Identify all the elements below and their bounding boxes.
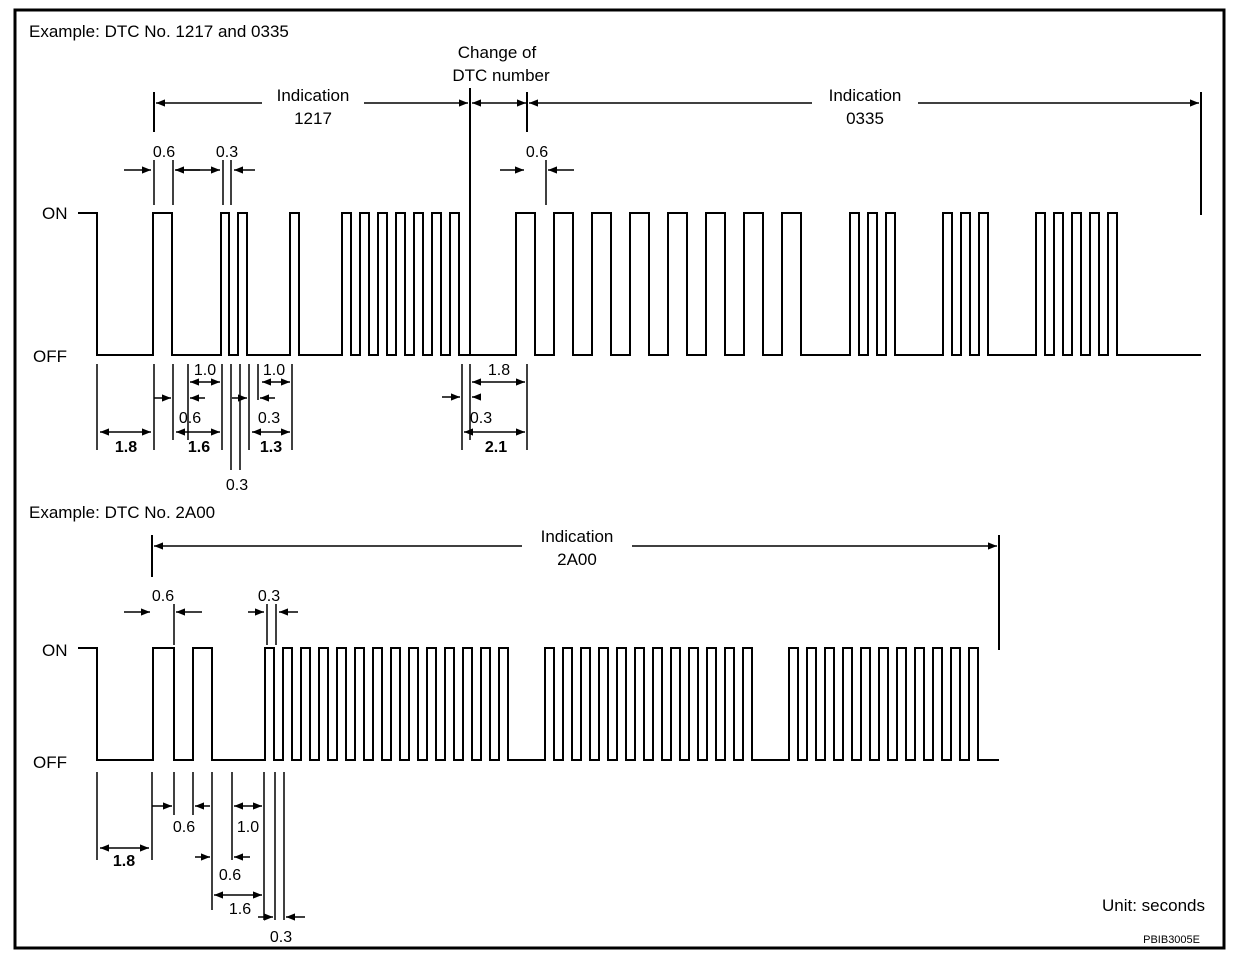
dim-0-3: 0.3 <box>270 929 292 946</box>
dim-top-0-3: 0.3 <box>216 144 238 161</box>
on-label-2: ON <box>42 641 68 660</box>
on-label-1: ON <box>42 204 68 223</box>
off-label-2: OFF <box>33 753 67 772</box>
dim-0-6-b: 0.6 <box>219 867 241 884</box>
dim-1-0: 1.0 <box>237 819 259 836</box>
dim-1-6: 1.6 <box>229 901 251 918</box>
indication-1217-code: 1217 <box>294 109 332 128</box>
dim-1-0-a: 1.0 <box>194 362 216 379</box>
dim-0-6: 0.6 <box>179 410 201 427</box>
dim-top-0-6: 0.6 <box>152 588 174 605</box>
dim-1-0-b: 1.0 <box>263 362 285 379</box>
example-title-2: Example: DTC No. 2A00 <box>29 503 215 522</box>
signal-waveform-1 <box>78 212 1201 356</box>
unit-label: Unit: seconds <box>1102 896 1205 915</box>
indication-0335-code: 0335 <box>846 109 884 128</box>
bottom-dimension-arrows-2 <box>100 802 305 921</box>
signal-waveform-2 <box>78 647 999 761</box>
figure-id: PBIB3005E <box>1143 934 1200 946</box>
bottom-dimension-arrows-1 <box>100 378 525 436</box>
bottom-dimension-lines-2 <box>96 772 285 920</box>
dim-1-8: 1.8 <box>113 853 135 870</box>
dim-1-8-b: 1.8 <box>488 362 510 379</box>
dim-top-0-3: 0.3 <box>258 588 280 605</box>
dim-1-3: 1.3 <box>260 439 282 456</box>
indication-2a00-word: Indication <box>541 527 614 546</box>
bottom-dimension-lines-1 <box>96 364 528 470</box>
dim-2-1: 2.1 <box>485 439 507 456</box>
example-title-1: Example: DTC No. 1217 and 0335 <box>29 22 289 41</box>
off-label-1: OFF <box>33 347 67 366</box>
dim-1-8: 1.8 <box>115 439 137 456</box>
change-label-line2: DTC number <box>452 66 550 85</box>
indication-0335-word: Indication <box>829 86 902 105</box>
figure-border <box>13 8 1226 950</box>
dim-1-6: 1.6 <box>188 439 210 456</box>
dim-0-6-a: 0.6 <box>173 819 195 836</box>
indication-1217-word: Indication <box>277 86 350 105</box>
indication-2a00-code: 2A00 <box>557 550 597 569</box>
change-label-line1: Change of <box>458 43 537 62</box>
diagram-2a00: Example: DTC No. 2A00 Indication 2A00 ON… <box>29 503 1000 946</box>
dim-top-0-6-b: 0.6 <box>526 144 548 161</box>
dim-top-0-6-a: 0.6 <box>153 144 175 161</box>
dim-0-3-a: 0.3 <box>258 410 280 427</box>
dim-0-3-c: 0.3 <box>470 410 492 427</box>
dim-0-3-b: 0.3 <box>226 477 248 494</box>
diagram-1217-0335: Example: DTC No. 1217 and 0335 Indicatio… <box>29 22 1202 494</box>
